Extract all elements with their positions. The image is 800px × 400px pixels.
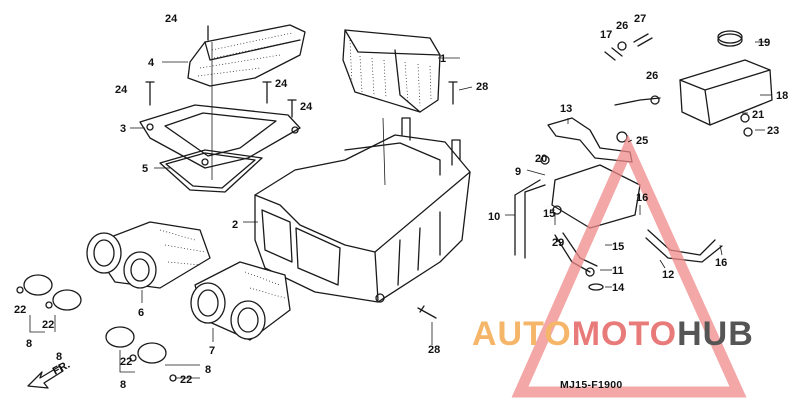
callout-14: 14 [612, 282, 625, 294]
callout-22d: 22 [180, 374, 192, 386]
callout-7: 7 [209, 345, 215, 357]
callout-26b: 26 [646, 70, 658, 82]
callout-9: 9 [515, 166, 521, 178]
air-duct-cover [187, 24, 306, 87]
leader-lines [29, 41, 772, 379]
callout-25: 25 [636, 135, 648, 147]
callout-15b: 15 [612, 241, 624, 253]
callout-15a: 15 [543, 208, 555, 220]
callout-8d: 8 [205, 364, 211, 376]
callout-4: 4 [148, 57, 155, 69]
cover-plate [139, 104, 301, 169]
callout-19: 19 [758, 37, 770, 49]
air-filter-element [342, 29, 441, 113]
watermark-hub: HUB [677, 315, 754, 353]
diagram-code: MJ15-F1900 [560, 379, 623, 391]
watermark-auto: AUTO [472, 315, 572, 353]
svg-text:AUTOMOTOHUB: AUTOMOTOHUB [472, 315, 754, 353]
callout-2: 2 [232, 219, 238, 231]
callout-24c: 24 [275, 78, 288, 90]
callout-24d: 24 [300, 101, 313, 113]
intake-boot-6 [86, 221, 211, 289]
callout-8c: 8 [120, 379, 126, 391]
callout-8a: 8 [26, 338, 32, 350]
callout-22b: 22 [42, 319, 54, 331]
callout-16b: 16 [715, 257, 727, 269]
callout-3: 3 [120, 123, 126, 135]
front-direction-arrow: FR. [27, 359, 72, 389]
callout-8b: 8 [56, 351, 62, 363]
intake-boot-7 [190, 261, 291, 341]
callout-1: 1 [440, 53, 446, 65]
breather-assembly [514, 30, 773, 291]
callout-22a: 22 [14, 304, 26, 316]
air-cleaner-housing [254, 117, 471, 303]
callout-21: 21 [752, 109, 764, 121]
callout-22c: 22 [120, 356, 132, 368]
callout-28b: 28 [428, 344, 440, 356]
hose-clamps [16, 274, 177, 382]
callout-12: 12 [662, 269, 674, 281]
gasket [159, 149, 263, 193]
callouts: 1 2 3 4 5 6 7 8 8 8 8 9 10 11 12 13 14 1… [14, 13, 788, 391]
callout-6: 6 [138, 307, 144, 319]
callout-24b: 24 [115, 84, 128, 96]
callout-18: 18 [776, 90, 788, 102]
callout-17: 17 [600, 29, 612, 41]
callout-13: 13 [560, 103, 572, 115]
callout-16a: 16 [636, 192, 648, 204]
bolts [145, 81, 458, 319]
callout-20: 20 [535, 153, 547, 165]
callout-10: 10 [488, 211, 500, 223]
callout-29: 29 [552, 237, 564, 249]
watermark: AUTOMOTOHUB [472, 134, 754, 398]
callout-26a: 26 [616, 20, 628, 32]
callout-11: 11 [612, 265, 624, 277]
callout-23: 23 [767, 125, 779, 137]
callout-28a: 28 [476, 81, 488, 93]
callout-24a: 24 [165, 13, 178, 25]
watermark-moto: MOTO [572, 315, 677, 353]
callout-5: 5 [142, 163, 148, 175]
callout-27: 27 [634, 13, 646, 25]
